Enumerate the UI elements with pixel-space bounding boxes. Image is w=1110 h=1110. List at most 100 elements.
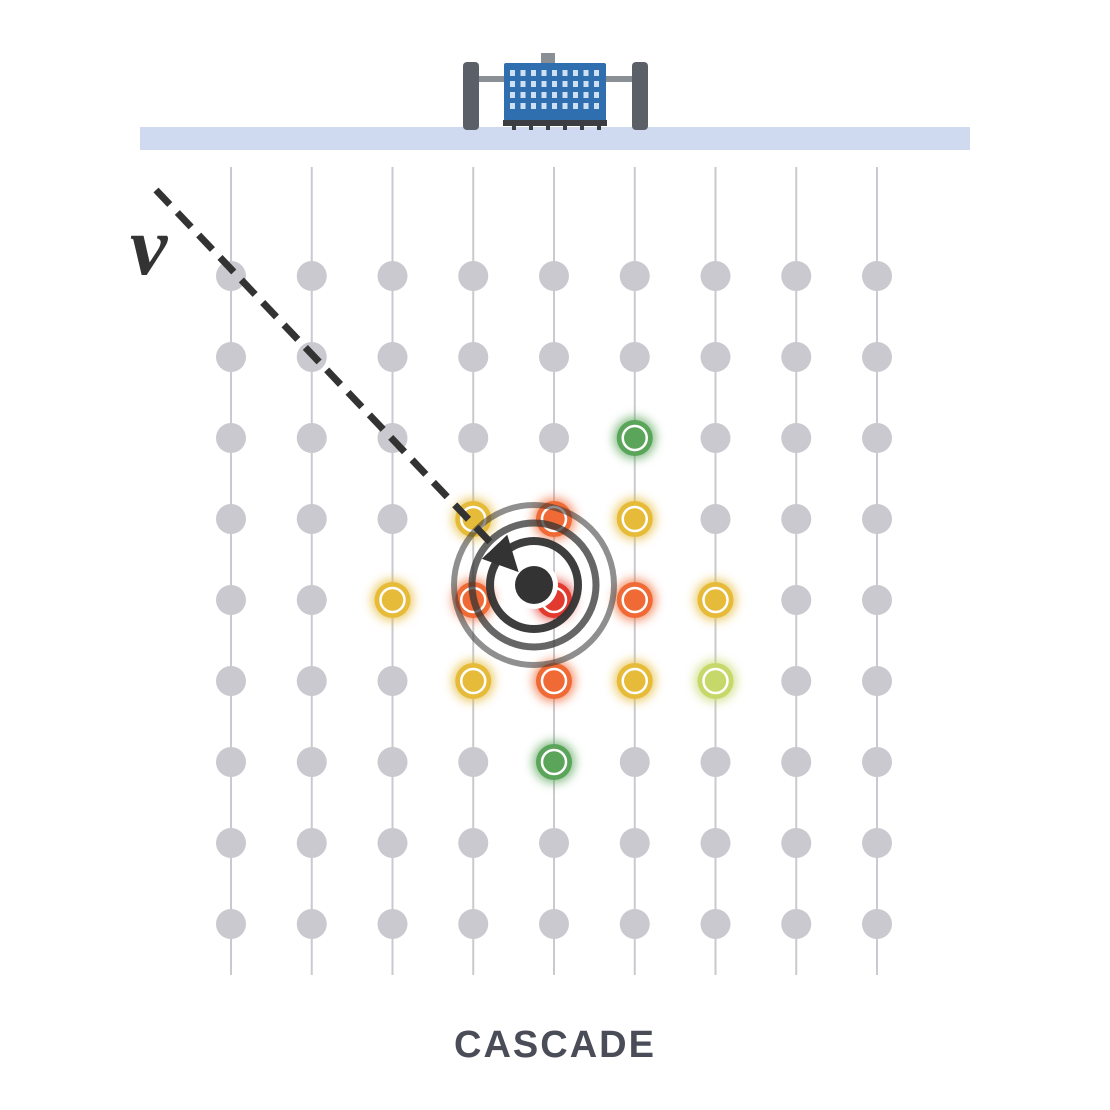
diagram-caption: CASCADE	[454, 1024, 656, 1066]
optical-module	[458, 261, 489, 291]
lab-window	[583, 103, 589, 109]
optical-module	[296, 585, 327, 615]
optical-module	[377, 261, 408, 291]
optical-module	[216, 423, 246, 453]
optical-module	[781, 342, 812, 372]
lab-support-leg	[580, 121, 584, 130]
optical-module	[216, 342, 246, 372]
lab-window	[541, 103, 547, 109]
optical-module	[700, 747, 731, 777]
lab-support-leg	[529, 121, 533, 130]
optical-module	[216, 261, 246, 291]
lab-support-leg	[563, 121, 567, 130]
lab-window	[510, 103, 515, 109]
lab-window	[562, 81, 568, 87]
lab-window	[510, 70, 515, 76]
lab-window	[573, 103, 578, 109]
optical-module	[216, 666, 246, 696]
optical-module	[862, 261, 892, 291]
optical-module	[377, 342, 408, 372]
hit-module-ring	[540, 748, 568, 776]
optical-module	[539, 342, 569, 372]
neutrino-track-arrow	[153, 187, 519, 573]
optical-module	[862, 828, 892, 858]
optical-module	[296, 504, 327, 534]
lab-roof-unit	[541, 53, 555, 63]
lab-window	[583, 92, 589, 98]
hit-module-ring	[702, 667, 729, 695]
optical-module	[700, 423, 731, 453]
lab-support-leg	[546, 121, 550, 130]
optical-module	[458, 747, 489, 777]
hit-module-ring	[702, 586, 729, 614]
lab-window	[541, 92, 547, 98]
optical-module	[458, 423, 489, 453]
lab-window	[520, 81, 526, 87]
ice-surface	[140, 127, 970, 150]
optical-module	[377, 666, 408, 696]
optical-module	[458, 828, 489, 858]
optical-module	[781, 747, 812, 777]
icecube-lab-building-icon	[463, 53, 648, 130]
optical-module	[700, 828, 731, 858]
lab-window	[531, 81, 536, 87]
lab-support-leg	[512, 121, 516, 130]
cascade-light-ring	[468, 519, 600, 651]
lab-window	[573, 70, 578, 76]
optical-module	[619, 747, 650, 777]
optical-module	[862, 747, 892, 777]
optical-module	[619, 828, 650, 858]
optical-module	[619, 261, 650, 291]
optical-module	[700, 261, 731, 291]
lab-window	[552, 103, 557, 109]
optical-module	[296, 261, 327, 291]
optical-module	[377, 909, 408, 939]
optical-module	[781, 828, 812, 858]
cascade-light-ring	[451, 502, 617, 668]
lab-window	[510, 81, 515, 87]
lab-window	[583, 70, 589, 76]
lab-window	[552, 70, 557, 76]
optical-module	[296, 423, 327, 453]
optical-module	[296, 666, 327, 696]
lab-window	[531, 92, 536, 98]
optical-module	[781, 909, 812, 939]
lab-window	[594, 70, 599, 76]
hit-module-ring	[621, 586, 648, 614]
lab-window	[531, 70, 536, 76]
optical-module	[216, 504, 246, 534]
optical-module	[539, 261, 569, 291]
optical-module	[216, 747, 246, 777]
hit-module-ring	[460, 667, 487, 695]
lab-walkway-right	[606, 76, 632, 82]
lab-window	[562, 70, 568, 76]
optical-module	[458, 909, 489, 939]
lab-window	[573, 92, 578, 98]
optical-module	[458, 342, 489, 372]
optical-module	[862, 423, 892, 453]
lab-window	[510, 92, 515, 98]
hit-module-ring	[621, 505, 648, 533]
optical-module	[296, 909, 327, 939]
lab-support-leg	[597, 121, 601, 130]
optical-module	[862, 504, 892, 534]
optical-module	[862, 666, 892, 696]
optical-module	[862, 585, 892, 615]
lab-window	[552, 92, 557, 98]
optical-module	[700, 342, 731, 372]
optical-module	[781, 585, 812, 615]
optical-module	[781, 423, 812, 453]
lab-window	[541, 70, 547, 76]
optical-module	[296, 747, 327, 777]
optical-module	[862, 342, 892, 372]
optical-module	[781, 261, 812, 291]
optical-module	[862, 909, 892, 939]
lab-window	[520, 103, 526, 109]
optical-module	[781, 666, 812, 696]
optical-module	[539, 828, 569, 858]
optical-module	[216, 828, 246, 858]
lab-tower-left	[463, 62, 479, 130]
lab-window	[520, 92, 526, 98]
lab-window	[594, 92, 599, 98]
